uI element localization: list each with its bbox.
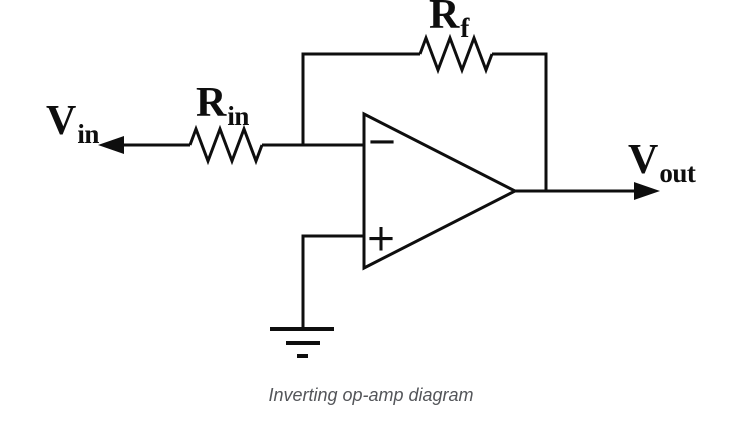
plus-icon: + [365,217,396,260]
feedback-wire-right [492,52,548,191]
rin-label: Rin [196,80,249,130]
opamp-triangle [362,111,519,271]
vin-arrowhead [98,136,124,154]
rf-label-sub: f [460,13,469,43]
figure-caption: Inverting op-amp diagram [268,385,474,405]
rin-label-sub: in [227,101,249,131]
vout-label-sub: out [659,158,696,188]
vin-label-main: V [46,98,77,144]
vin-label-sub: in [77,119,99,149]
rf-resistor [418,33,494,75]
vout-label: Vout [628,137,696,187]
vin-label: Vin [46,98,99,148]
rin-resistor [188,124,264,166]
noninverting-input-wire [301,234,364,328]
rf-label-main: R [429,0,460,38]
feedback-wire-left [301,52,420,145]
minus-icon: − [366,120,397,163]
rf-label: Rf [429,0,469,42]
vout-arrowhead [634,182,660,200]
rin-label-main: R [196,80,227,126]
vout-label-main: V [628,137,659,183]
